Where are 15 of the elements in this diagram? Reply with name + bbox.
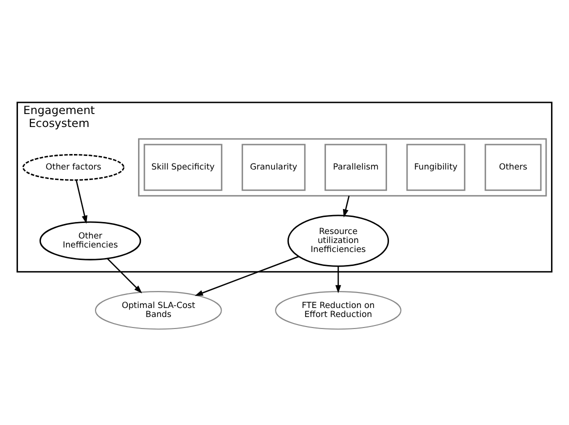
arrow xyxy=(107,258,142,293)
arrow xyxy=(342,195,350,217)
node-ellipse: Other Inefficiencies xyxy=(40,220,142,260)
node-box: Skill Specificity xyxy=(144,143,222,190)
node-box: Fungibility xyxy=(406,143,466,190)
node-box: Others xyxy=(484,143,542,190)
node-box: Granularity xyxy=(242,143,306,190)
node-ellipse: Resource utilization Inefficiencies xyxy=(287,214,390,266)
cluster xyxy=(138,138,547,196)
node-box: Parallelism xyxy=(324,143,388,190)
node-ellipse: FTE Reduction on Effort Reduction xyxy=(275,290,402,330)
node-ellipse: Other factors xyxy=(22,154,124,180)
arrow xyxy=(194,255,299,296)
arrow xyxy=(76,180,88,224)
arrow xyxy=(335,266,342,293)
